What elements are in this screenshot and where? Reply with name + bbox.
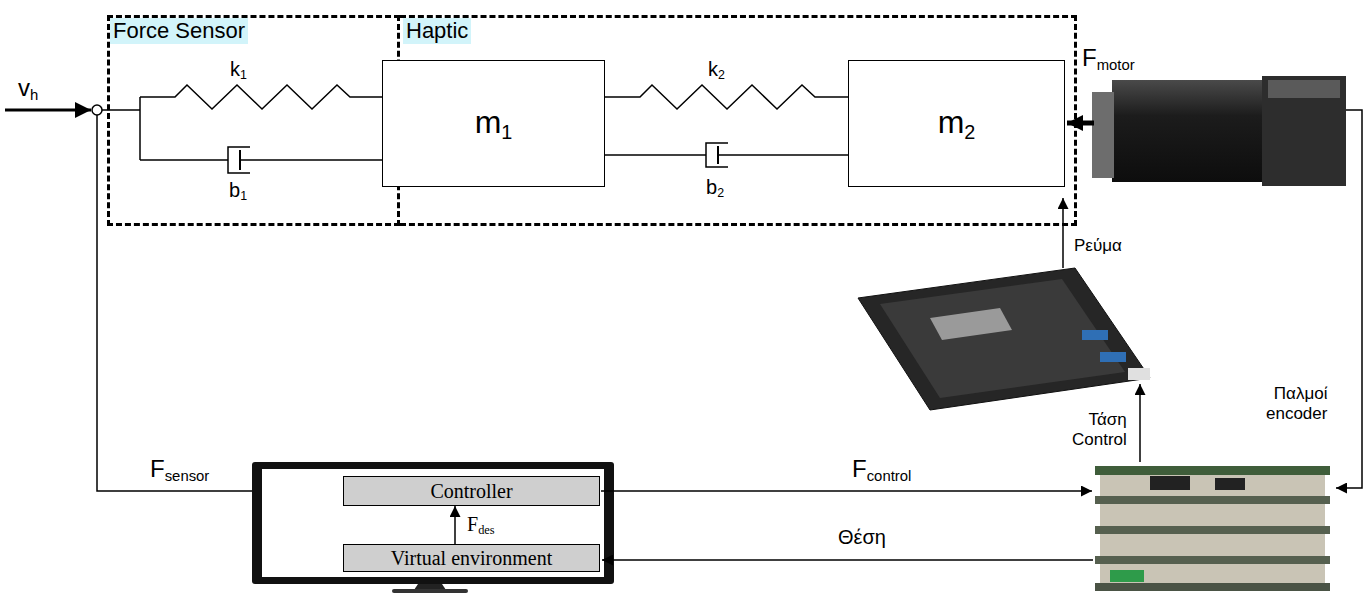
- voltage-label: Τάση Control: [1072, 410, 1127, 449]
- region-heading: Force Sensor: [110, 18, 248, 44]
- junction-dot: [92, 105, 102, 115]
- terminal-block: [1082, 330, 1108, 340]
- motor-highlight: [1268, 80, 1340, 98]
- monitor-base: [392, 589, 468, 593]
- subscript: 2: [718, 68, 725, 82]
- driver-sticker: [930, 308, 1012, 340]
- control-wire: [601, 490, 1092, 492]
- mass-block: m2: [848, 60, 1065, 187]
- subscript: sensor: [165, 468, 210, 484]
- stiffness-label: k2: [708, 58, 725, 83]
- sensor-wire: [97, 115, 338, 491]
- spring-symbol: [605, 85, 848, 109]
- signal-label: Θέση: [838, 526, 886, 549]
- voltage-arrow: [1139, 384, 1141, 462]
- damper-rod: [605, 154, 706, 156]
- subscript: 1: [501, 120, 512, 142]
- current-arrow: [1062, 198, 1064, 268]
- signal-arrow: [454, 506, 456, 544]
- haptic-region: Haptic m1 m2: [400, 15, 1077, 226]
- subscript: 1: [240, 68, 247, 82]
- pcb-layer: [1095, 466, 1330, 475]
- chip: [1215, 478, 1245, 490]
- box-label: Virtual environment: [391, 547, 553, 570]
- encoder-wire: [1336, 110, 1362, 488]
- box-label: m1: [475, 104, 513, 144]
- motor-flange: [1092, 92, 1114, 178]
- stiffness-label: k1: [230, 58, 247, 83]
- signal-label: Fsensor: [150, 455, 209, 485]
- damping-label: b1: [229, 179, 247, 204]
- force-label: Fmotor: [1082, 44, 1135, 74]
- spring-symbol: [140, 85, 382, 109]
- subscript: h: [30, 87, 38, 103]
- damping-label: b2: [706, 176, 724, 201]
- pcb-layer: [1095, 496, 1330, 504]
- pcb-layer: [1095, 583, 1330, 591]
- subscript: motor: [1097, 57, 1135, 73]
- motor-body: [1112, 80, 1264, 182]
- subscript: 1: [240, 189, 247, 203]
- damper-rod: [240, 159, 382, 161]
- mass-block: m1: [382, 60, 605, 187]
- velocity-label: vh: [18, 74, 38, 104]
- subscript: des: [478, 523, 495, 537]
- damper-rod: [718, 154, 848, 156]
- box-label: Controller: [430, 480, 512, 503]
- chip: [1150, 476, 1190, 490]
- subscript: 2: [717, 186, 724, 200]
- encoder-label: Παλμοί encoder: [1266, 384, 1327, 423]
- subscript: control: [867, 468, 912, 484]
- terminal-block: [1110, 570, 1144, 582]
- subscript: 2: [964, 120, 975, 142]
- connector: [1128, 368, 1150, 380]
- terminal-block: [1100, 352, 1126, 362]
- controller-box: Controller: [343, 476, 600, 506]
- pcb-layer: [1095, 556, 1330, 564]
- force-sensor-region: Force Sensor: [107, 15, 400, 226]
- driver-plate: [880, 279, 1125, 398]
- current-label: Ρεύμα: [1074, 236, 1122, 256]
- motor-encoder: [1262, 76, 1346, 186]
- environment-box: Virtual environment: [343, 544, 600, 572]
- pcb-layer: [1095, 526, 1330, 534]
- region-heading: Haptic: [403, 18, 471, 44]
- position-wire: [602, 559, 1093, 561]
- edge-label: Fdes: [467, 513, 495, 538]
- monitor-bezel: [252, 462, 614, 584]
- motor-force-arrow: [1067, 121, 1094, 126]
- damper-rod: [140, 159, 228, 161]
- servo-driver: [858, 268, 1150, 410]
- signal-label: Fcontrol: [852, 455, 911, 485]
- box-label: m2: [938, 104, 976, 144]
- input-arrow: [5, 109, 91, 112]
- monitor-screen: [262, 469, 604, 577]
- frame-bar: [139, 97, 141, 160]
